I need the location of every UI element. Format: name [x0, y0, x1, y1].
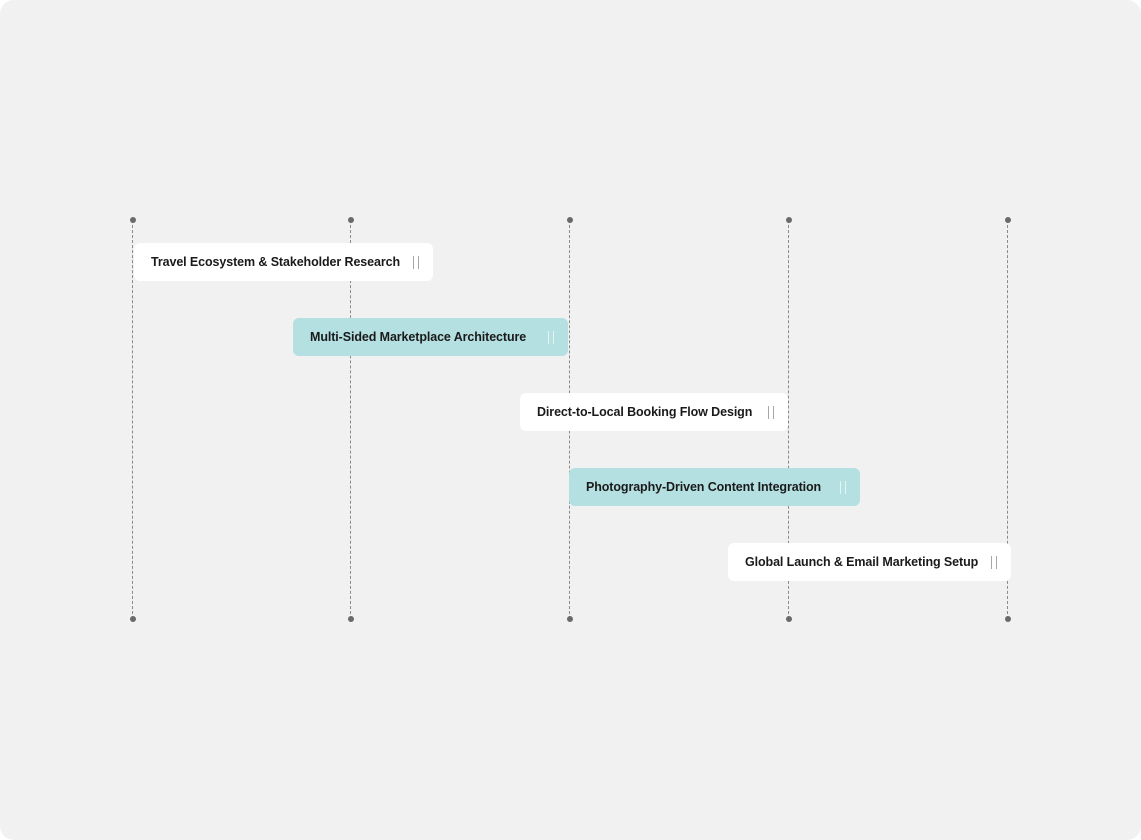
timeline-dot-bottom-4 — [786, 616, 792, 622]
task-bar-booking-flow[interactable]: Direct-to-Local Booking Flow Design — [520, 393, 788, 431]
drag-handle-icon[interactable] — [840, 481, 846, 494]
timeline-dot-bottom-5 — [1005, 616, 1011, 622]
timeline-guide-1 — [132, 220, 133, 619]
timeline-guide-5 — [1007, 220, 1008, 619]
task-bar-architecture[interactable]: Multi-Sided Marketplace Architecture — [293, 318, 568, 356]
task-label: Photography-Driven Content Integration — [586, 480, 822, 494]
drag-handle-icon[interactable] — [768, 406, 774, 419]
task-label: Direct-to-Local Booking Flow Design — [537, 405, 753, 419]
drag-handle-icon[interactable] — [413, 256, 419, 269]
task-bar-content-integration[interactable]: Photography-Driven Content Integration — [569, 468, 860, 506]
task-label: Travel Ecosystem & Stakeholder Research — [151, 255, 401, 269]
drag-handle-icon[interactable] — [548, 331, 554, 344]
task-label: Global Launch & Email Marketing Setup — [745, 555, 979, 569]
timeline-dot-top-2 — [348, 217, 354, 223]
timeline-dot-top-5 — [1005, 217, 1011, 223]
task-label: Multi-Sided Marketplace Architecture — [310, 330, 527, 344]
timeline-dot-top-3 — [567, 217, 573, 223]
timeline-dot-bottom-1 — [130, 616, 136, 622]
drag-handle-icon[interactable] — [991, 556, 997, 569]
timeline-dot-bottom-2 — [348, 616, 354, 622]
timeline-guide-4 — [788, 220, 789, 619]
task-bar-global-launch[interactable]: Global Launch & Email Marketing Setup — [728, 543, 1011, 581]
task-bar-research[interactable]: Travel Ecosystem & Stakeholder Research — [134, 243, 433, 281]
timeline-guide-2 — [350, 220, 351, 619]
timeline-dot-bottom-3 — [567, 616, 573, 622]
timeline-dot-top-1 — [130, 217, 136, 223]
timeline-dot-top-4 — [786, 217, 792, 223]
